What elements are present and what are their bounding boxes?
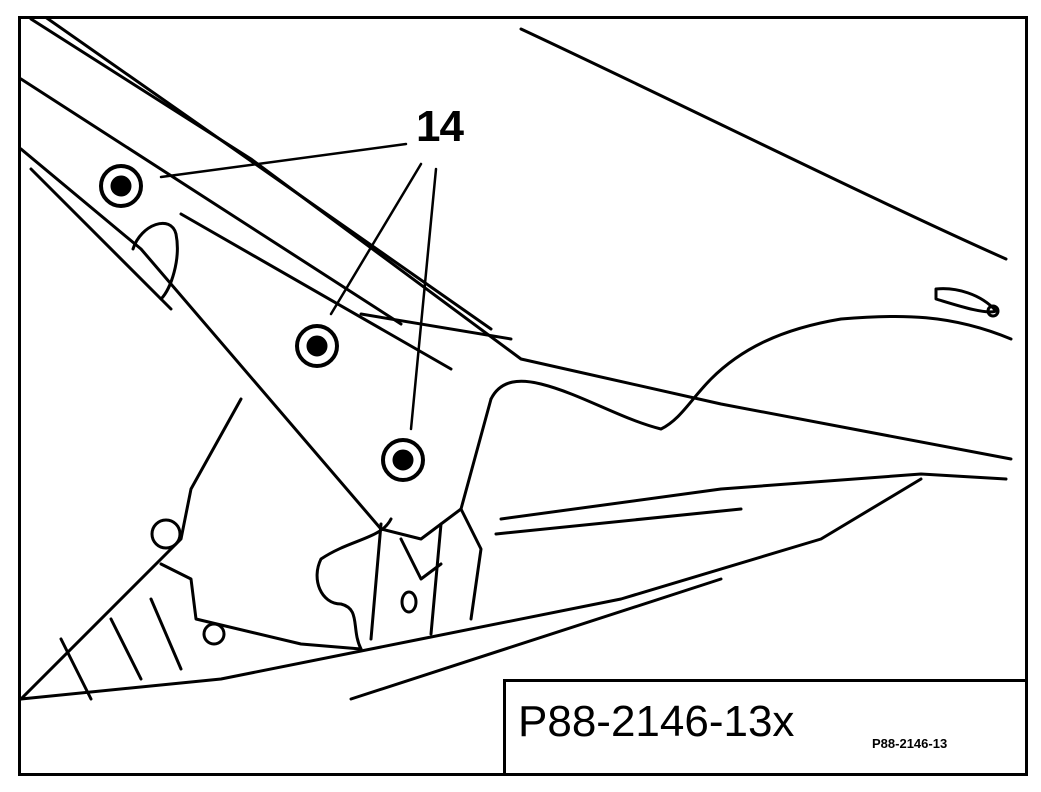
bolt-14-middle	[295, 324, 339, 368]
sill-second	[494, 507, 743, 536]
leader-line-3	[409, 167, 438, 431]
kick-panel	[159, 562, 363, 651]
pillar-edge-third	[21, 77, 403, 326]
reference-small-label: P88-2146-13	[872, 736, 948, 751]
diagram-frame: 14 P88-2146-13x P88-2146-13	[18, 16, 1028, 776]
callout-14-label: 14	[416, 102, 464, 151]
slot-hole	[986, 304, 1000, 318]
bolt-left	[150, 518, 182, 550]
pillar-edge-fourth	[179, 212, 453, 371]
hinge-bracket-top	[21, 147, 493, 541]
pillar-edge-second	[45, 19, 493, 331]
reference-box: P88-2146-13x P88-2146-13	[503, 679, 1025, 773]
hinge-bracket-lower	[29, 167, 173, 311]
bracket-oval	[131, 221, 179, 301]
sill-upper	[499, 472, 1008, 521]
hinge-arm	[399, 537, 443, 581]
bolt-lower	[202, 622, 226, 646]
sill-lower	[21, 477, 923, 701]
flange-slot	[934, 287, 998, 314]
bolt-14-upper	[99, 164, 143, 208]
sill-bottom	[349, 577, 723, 701]
bolt-14-lower	[381, 438, 425, 482]
car-body-illustration	[21, 19, 1013, 701]
pillar-edge-upper	[29, 19, 1013, 461]
hinge-outline	[315, 517, 393, 651]
hinge-hole	[400, 590, 418, 614]
reference-main-label: P88-2146-13x	[518, 697, 795, 746]
leader-line-1	[159, 142, 408, 179]
kick-lines	[59, 597, 183, 701]
hinge-body	[369, 507, 483, 641]
leader-line-2	[329, 162, 423, 316]
roof-curve	[519, 27, 1008, 261]
a-pillar-lower	[21, 397, 243, 701]
door-flange	[489, 314, 1013, 431]
pillar-edge-fifth	[359, 312, 513, 341]
